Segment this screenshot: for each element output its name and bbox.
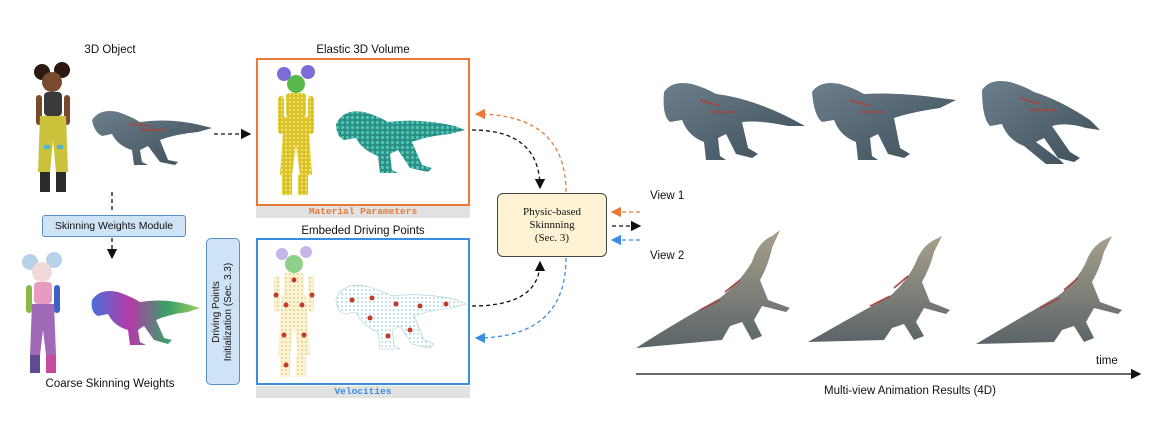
trex-voxel-icon	[336, 111, 465, 173]
elastic-volume-panel	[256, 58, 470, 206]
embedded-points-panel	[256, 238, 470, 385]
object-title: 3D Object	[84, 44, 136, 56]
trex-points-icon	[335, 284, 467, 350]
result-view1-trex-2	[812, 83, 956, 160]
physic-line1: Physic-based	[522, 205, 582, 218]
result-view2-trex-1	[636, 230, 790, 348]
arrow-physic-to-volume	[474, 108, 567, 193]
view2-label: View 2	[650, 250, 685, 262]
arrow-volume-to-physic	[471, 129, 546, 190]
result-view2-trex-2	[808, 236, 950, 342]
yellow-voxel-girl-icon	[277, 65, 315, 195]
velocities-bar: Velocities	[256, 386, 470, 398]
result-view1-trex-3	[982, 81, 1100, 164]
view1-label: View 1	[650, 190, 685, 202]
result-view1-trex-1	[663, 83, 805, 160]
coarse-trex-icon	[91, 291, 200, 345]
results-caption: Multi-view Animation Results (4D)	[824, 385, 996, 397]
driving-points-init-box: Driving Points Initialization (Sec. 3.3)	[206, 238, 240, 385]
result-view2-trex-3	[976, 236, 1122, 344]
physic-line3: (Sec. 3)	[534, 231, 570, 244]
girl-character-icon	[34, 62, 70, 192]
skinning-weights-module: Skinning Weights Module	[42, 215, 186, 237]
elastic-volume-title: Elastic 3D Volume	[316, 44, 410, 56]
arrow-points-to-physic	[471, 260, 546, 307]
physic-based-skinning-box: Physic-based Skinnning (Sec. 3)	[497, 193, 607, 257]
points-girl-icon	[273, 246, 315, 377]
embedded-points-title: Embeded Driving Points	[301, 225, 425, 237]
time-label: time	[1096, 355, 1118, 367]
physic-line2: Skinnning	[529, 218, 575, 231]
coarse-weights-caption: Coarse Skinning Weights	[45, 378, 175, 390]
arrow-physic-to-points	[474, 257, 567, 344]
material-parameters-bar: Material Parameters	[256, 206, 470, 218]
coarse-girl-icon	[22, 252, 62, 373]
trex-icon	[92, 111, 212, 165]
